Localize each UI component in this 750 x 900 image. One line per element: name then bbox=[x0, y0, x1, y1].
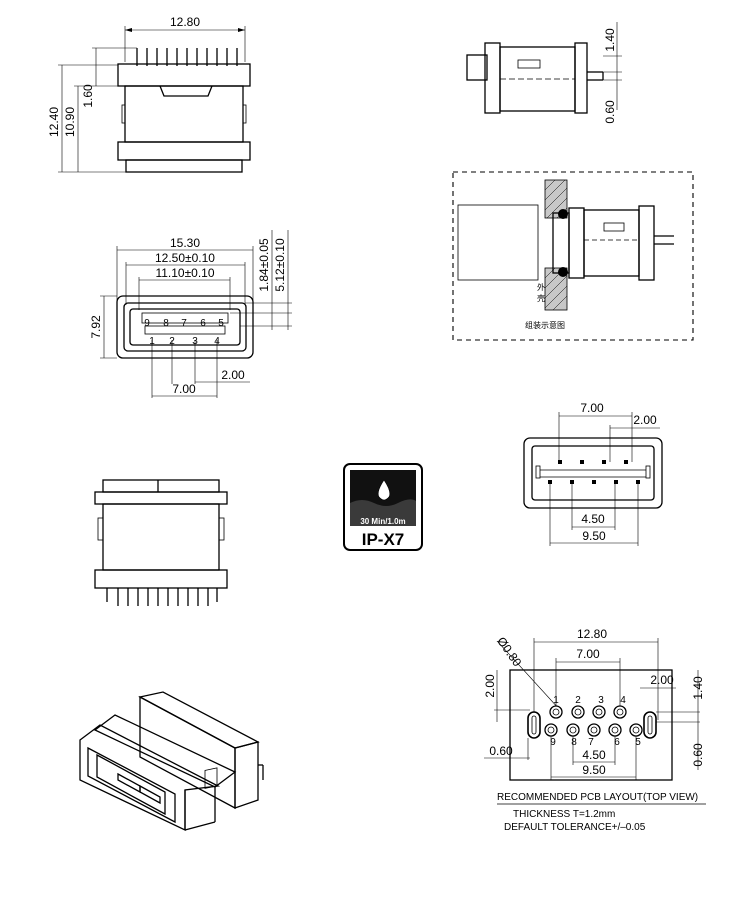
pcb-pin-1: 1 bbox=[553, 695, 559, 706]
pcb-layout-view: 12.80 7.00 2.00 2.00 Ø0.80 1 2 bbox=[483, 627, 706, 833]
pcb-title: RECOMMENDED PCB LAYOUT(TOP VIEW) bbox=[497, 792, 698, 803]
pin-offset-dimension: 1.60 bbox=[81, 84, 95, 108]
pcb-pin-6: 6 bbox=[614, 737, 620, 748]
pcb-width: 12.80 bbox=[577, 627, 607, 641]
pcb-pin-2: 2 bbox=[575, 695, 581, 706]
assembly-section-view: 外 壳 组装示意图 bbox=[452, 171, 694, 341]
pcb-dim-right-bottom: 0.60 bbox=[691, 743, 705, 767]
width-dimension: 12.80 bbox=[170, 15, 200, 29]
face-height-a: 1.84±0.05 bbox=[257, 238, 271, 292]
face-pin-6: 6 bbox=[200, 318, 206, 329]
mating-face-view: 15.30 12.50±0.10 11.10±0.10 9 8 7 6 5 1 … bbox=[89, 230, 292, 398]
water-drop-icon bbox=[377, 479, 391, 501]
height-total-dimension: 12.40 bbox=[47, 107, 61, 137]
face-pin-8: 8 bbox=[163, 318, 169, 329]
pcb-tolerance: DEFAULT TOLERANCE+/‒0.05 bbox=[504, 822, 646, 833]
assembly-caption: 组装示意图 bbox=[525, 320, 565, 330]
face-height-total: 7.92 bbox=[89, 315, 103, 339]
rear-bottom-span: 9.50 bbox=[582, 529, 606, 543]
pcb-pin-8: 8 bbox=[571, 737, 577, 748]
pcb-dim-left-bottom: 0.60 bbox=[489, 744, 513, 758]
pcb-pitch-left: 2.00 bbox=[483, 674, 497, 698]
pcb-span-mid: 4.50 bbox=[582, 748, 606, 762]
pcb-pin-4: 4 bbox=[620, 695, 626, 706]
face-height-b: 5.12±0.10 bbox=[273, 238, 287, 292]
pcb-thickness: THICKNESS T=1.2mm bbox=[513, 809, 615, 820]
pcb-pin-3: 3 bbox=[598, 695, 604, 706]
pcb-pitch-right: 2.00 bbox=[650, 673, 674, 687]
badge-rating: 30 Min/1.0m bbox=[360, 517, 405, 526]
bottom-pins-view bbox=[94, 479, 228, 606]
side-dim-bottom: 0.60 bbox=[603, 100, 617, 124]
rear-bottom-span-small: 4.50 bbox=[581, 512, 605, 526]
face-width-outer: 15.30 bbox=[170, 236, 200, 250]
side-dim-top: 1.40 bbox=[603, 28, 617, 52]
pcb-pin-7: 7 bbox=[588, 737, 594, 748]
face-pin-9: 9 bbox=[144, 318, 150, 329]
rear-face-view: 7.00 2.00 4.50 9.50 bbox=[523, 401, 663, 546]
ip-rating-badge: 30 Min/1.0m IP-X7 bbox=[343, 463, 423, 551]
face-pitch-small: 2.00 bbox=[221, 368, 245, 382]
face-width-mid: 12.50±0.10 bbox=[155, 251, 215, 265]
pcb-pin-5: 5 bbox=[635, 737, 641, 748]
badge-label: IP-X7 bbox=[362, 530, 405, 549]
pcb-pin-9: 9 bbox=[550, 737, 556, 748]
height-body-dimension: 10.90 bbox=[63, 107, 77, 137]
pcb-hole-dia: Ø0.80 bbox=[494, 634, 524, 669]
rear-top-pitch: 2.00 bbox=[633, 413, 657, 427]
pcb-span-top: 7.00 bbox=[576, 647, 600, 661]
isometric-view bbox=[79, 691, 264, 832]
front-elevation-view: 12.80 12.40 10.90 1.60 bbox=[47, 15, 251, 173]
rear-top-span: 7.00 bbox=[580, 401, 604, 415]
face-pin-5: 5 bbox=[218, 318, 224, 329]
face-width-inner: 11.10±0.10 bbox=[155, 266, 214, 280]
face-span: 7.00 bbox=[172, 382, 196, 396]
shell-label-2: 壳 bbox=[537, 293, 545, 303]
pcb-dim-right-top: 1.40 bbox=[691, 676, 705, 700]
face-pin-7: 7 bbox=[181, 318, 187, 329]
shell-label-1: 外 bbox=[537, 282, 545, 292]
pcb-span-bottom: 9.50 bbox=[582, 763, 606, 777]
side-elevation-view: 1.40 0.60 bbox=[466, 22, 622, 124]
